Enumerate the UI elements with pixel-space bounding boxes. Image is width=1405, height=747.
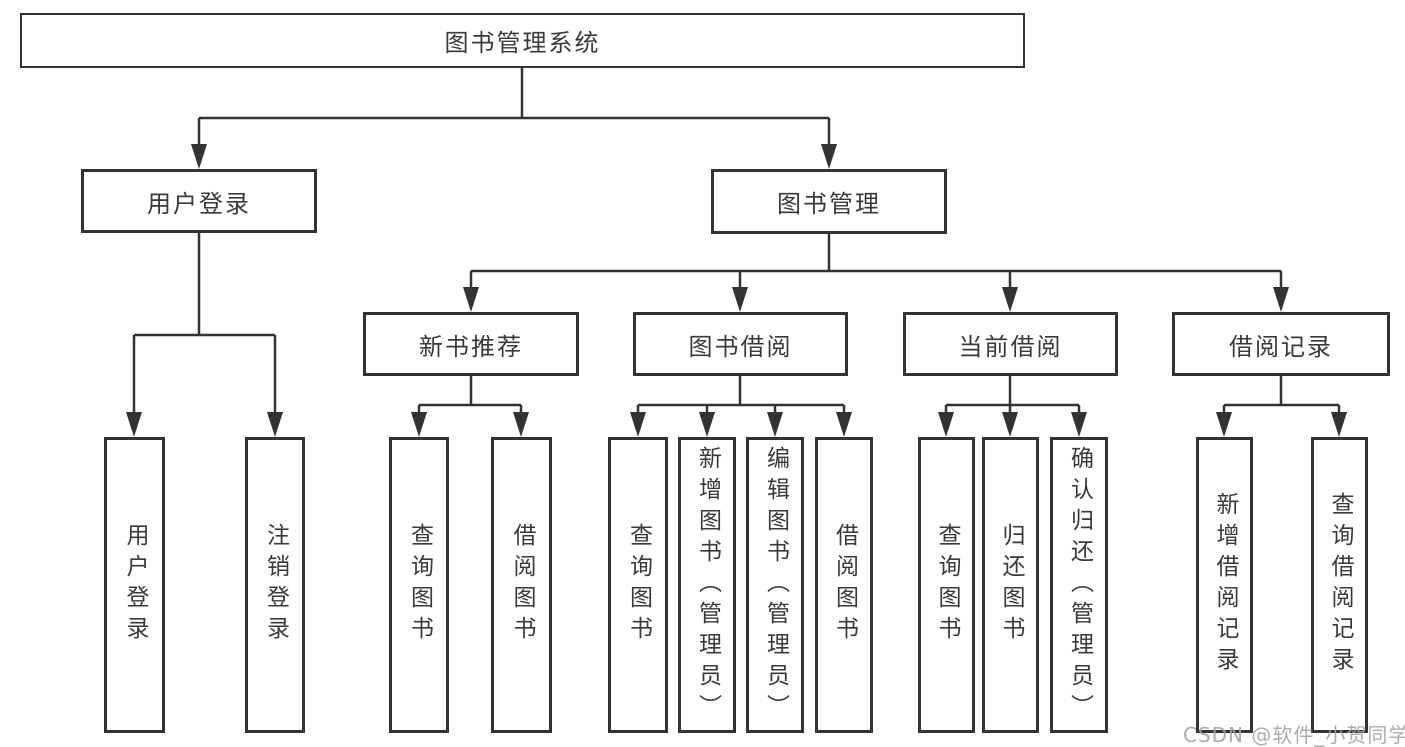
node-label: 查询图书 xyxy=(406,523,433,647)
node-label: 借阅图书 xyxy=(831,523,858,647)
node-label: 图书管理 xyxy=(777,190,881,218)
leaf-query-books-borrow: 查询图书 xyxy=(608,437,668,733)
node-label: 图书借阅 xyxy=(688,332,793,361)
node-label: 查询图书 xyxy=(934,523,960,647)
node-label: 用户登录 xyxy=(122,523,148,647)
leaf-add-books-admin: 新增图书（管理员） xyxy=(678,437,736,733)
node-label: 借阅图书 xyxy=(509,523,535,647)
leaf-return-books: 归还图书 xyxy=(982,437,1039,733)
leaf-query-borrow-record: 查询借阅记录 xyxy=(1311,437,1368,733)
node-label: 归还图书 xyxy=(998,523,1024,647)
node-label: 借阅记录 xyxy=(1229,332,1333,361)
node-label: 查询图书 xyxy=(625,523,652,647)
leaf-user-login: 用户登录 xyxy=(104,437,165,733)
node-user-login-module: 用户登录 xyxy=(81,169,317,233)
node-new-book-recommend: 新书推荐 xyxy=(363,312,579,376)
leaf-logout: 注销登录 xyxy=(245,437,305,733)
node-label: 查询借阅记录 xyxy=(1327,492,1353,678)
node-book-borrow: 图书借阅 xyxy=(633,312,848,376)
node-label: 新书推荐 xyxy=(419,332,523,361)
node-book-management-module: 图书管理 xyxy=(711,169,947,234)
node-current-borrow: 当前借阅 xyxy=(903,312,1118,376)
node-borrow-record: 借阅记录 xyxy=(1172,312,1390,376)
node-label: 当前借阅 xyxy=(958,332,1063,361)
node-label: 确认归还（管理员） xyxy=(1066,445,1093,725)
leaf-confirm-return-admin: 确认归还（管理员） xyxy=(1050,437,1108,733)
leaf-edit-books-admin: 编辑图书（管理员） xyxy=(746,437,804,733)
arrowheads xyxy=(126,144,1347,437)
node-label: 新增图书（管理员） xyxy=(694,445,721,725)
node-root-system: 图书管理系统 xyxy=(20,13,1025,68)
leaf-query-books-current: 查询图书 xyxy=(918,437,975,733)
node-label: 新增借阅记录 xyxy=(1212,492,1238,678)
leaf-add-borrow-record: 新增借阅记录 xyxy=(1196,437,1253,733)
node-label: 编辑图书（管理员） xyxy=(762,445,789,725)
leaf-borrow-books: 借阅图书 xyxy=(815,437,873,733)
leaf-borrow-books-recommend: 借阅图书 xyxy=(491,437,552,733)
node-label: 用户登录 xyxy=(147,189,251,218)
node-label: 图书管理系统 xyxy=(444,29,601,57)
csdn-watermark: CSDN @软件_小贺同学 xyxy=(1183,723,1405,747)
node-label: 注销登录 xyxy=(262,523,289,647)
leaf-query-books-recommend: 查询图书 xyxy=(389,437,449,733)
connector-wires xyxy=(132,68,1341,417)
